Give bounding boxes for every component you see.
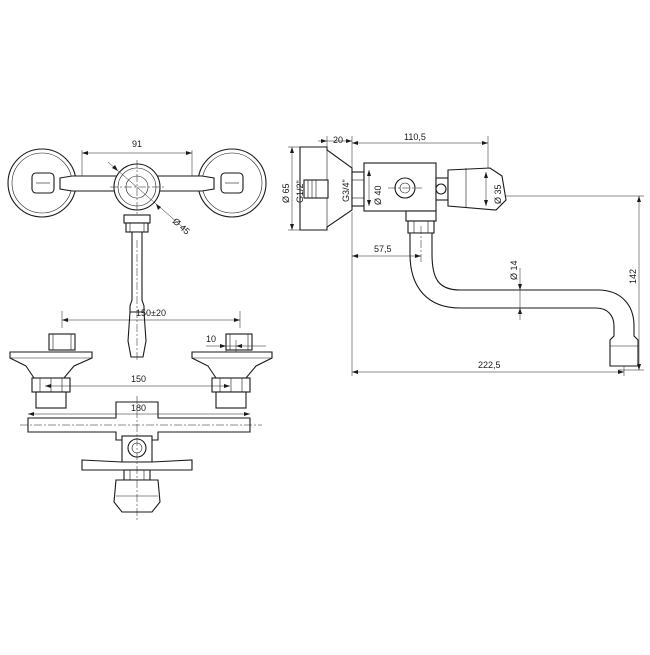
front-body bbox=[59, 175, 123, 192]
front-body-right bbox=[153, 175, 215, 192]
dim-150-20-label: 150±20 bbox=[136, 308, 166, 318]
dim-142-label: 142 bbox=[628, 269, 638, 284]
dim-65-label: Ø 65 bbox=[281, 183, 291, 203]
dim-222-5-label: 222,5 bbox=[478, 360, 501, 370]
front-view: 91 Ø 45 bbox=[7, 139, 267, 360]
dim-10-label: 10 bbox=[206, 334, 216, 344]
dim-180-label: 180 bbox=[131, 403, 146, 413]
thread-g12-label: G1/2" bbox=[295, 180, 305, 203]
dim-57-5-label: 57,5 bbox=[374, 244, 392, 254]
side-spout bbox=[409, 232, 639, 367]
bottom-body bbox=[27, 401, 251, 441]
bottom-view: 150±20 bbox=[9, 308, 273, 520]
side-handle bbox=[447, 167, 507, 211]
dim-110-5-label: 110,5 bbox=[404, 132, 426, 142]
bottom-right-handle bbox=[191, 333, 273, 409]
dim-91-label: 91 bbox=[132, 139, 142, 149]
right-rosette bbox=[197, 148, 267, 218]
thread-g34-label: G3/4" bbox=[341, 179, 351, 202]
dim-40-label: Ø 40 bbox=[373, 185, 383, 205]
dim-150-label: 150 bbox=[131, 374, 146, 384]
dim-45-label: Ø 45 bbox=[171, 216, 192, 236]
bottom-cross-handle bbox=[81, 459, 193, 471]
dim-14-label: Ø 14 bbox=[509, 260, 519, 280]
dim-20-label: 20 bbox=[333, 135, 343, 145]
side-view: 20 110,5 Ø 65 G1/2" G3/4" Ø 40 Ø 35 57,5 bbox=[281, 132, 644, 376]
bottom-left-handle bbox=[9, 333, 93, 409]
dim-35-label: Ø 35 bbox=[493, 184, 503, 204]
